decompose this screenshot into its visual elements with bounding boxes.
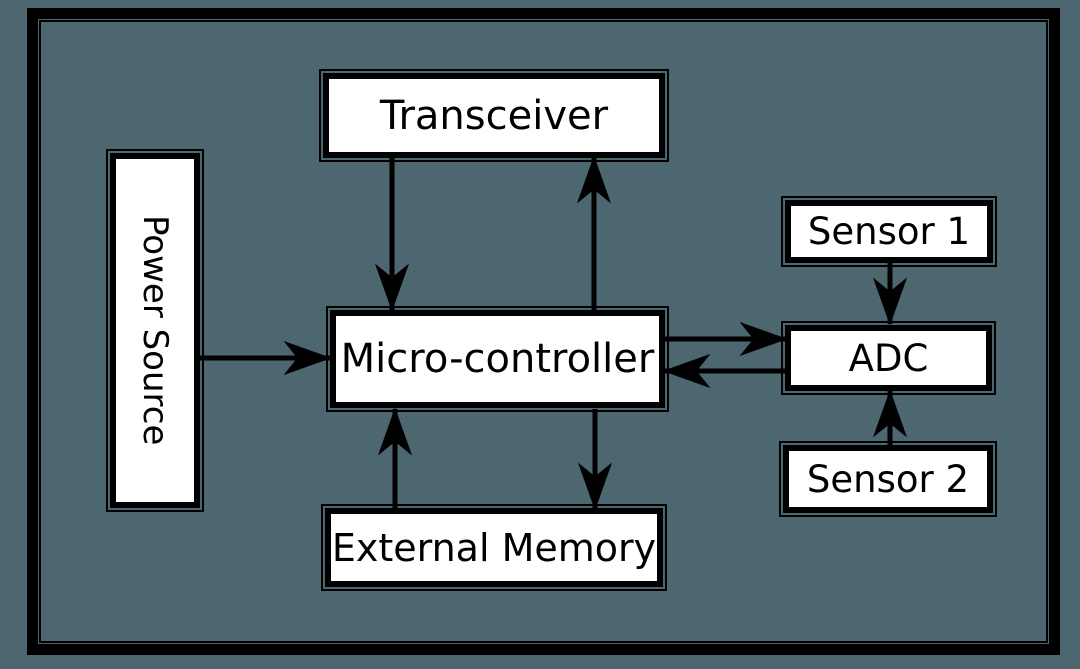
- node-power-source: Power Source: [106, 149, 204, 512]
- arrow-adc-to-micro-controller: [662, 353, 786, 389]
- node-sensor1-label: Sensor 1: [807, 210, 971, 253]
- node-adc-label: ADC: [848, 336, 929, 380]
- arrow-external-memory-to-micro-controller: [377, 407, 413, 509]
- arrow-micro-controller-to-adc: [664, 321, 788, 357]
- node-sensor2-label: Sensor 2: [806, 457, 970, 501]
- arrow-power-source-to-micro-controller: [199, 340, 332, 376]
- node-micro-controller-label: Micro-controller: [340, 336, 655, 382]
- node-adc: ADC: [781, 321, 996, 395]
- node-power-source-label: Power Source: [135, 215, 175, 446]
- diagram-outer-frame: [27, 8, 1060, 655]
- arrow-sensor2-to-adc: [872, 389, 908, 446]
- node-sensor1: Sensor 1: [781, 196, 997, 267]
- node-transceiver: Transceiver: [319, 69, 669, 162]
- node-external-memory-label: External Memory: [331, 525, 657, 570]
- arrow-micro-controller-to-transceiver: [576, 155, 612, 310]
- node-transceiver-label: Transceiver: [379, 92, 609, 139]
- arrow-micro-controller-to-external-memory: [577, 409, 613, 511]
- arrow-sensor1-to-adc: [872, 262, 908, 326]
- node-external-memory: External Memory: [321, 504, 667, 591]
- arrow-transceiver-to-micro-controller: [374, 157, 410, 312]
- node-sensor2: Sensor 2: [779, 441, 997, 517]
- node-micro-controller: Micro-controller: [326, 306, 669, 412]
